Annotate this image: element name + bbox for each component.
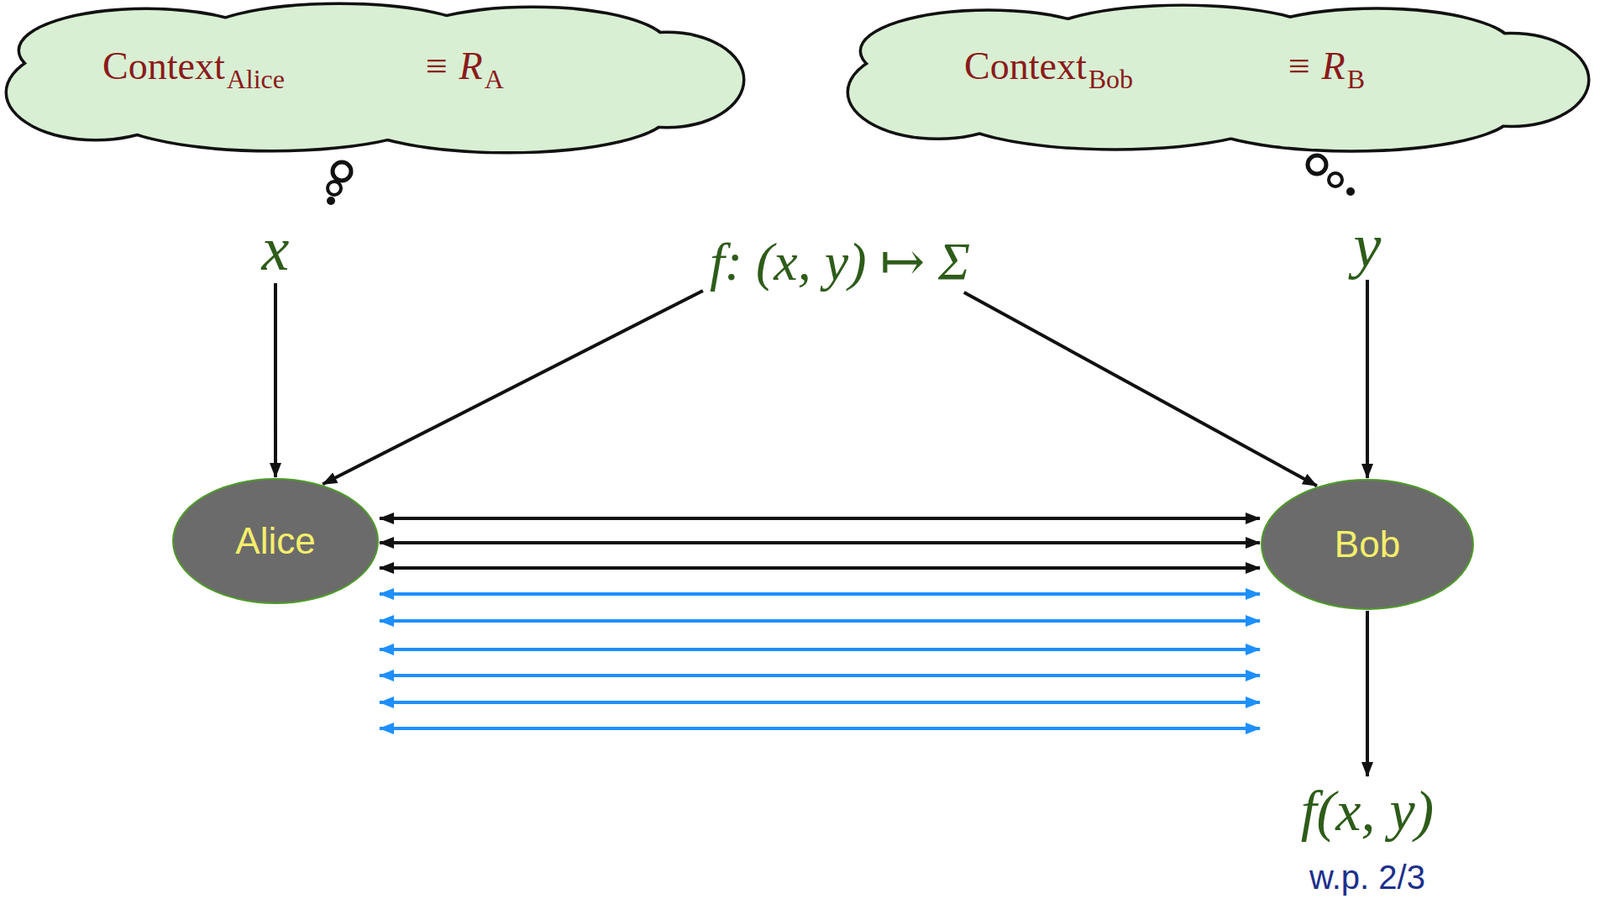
thought-bubble <box>326 196 336 205</box>
party-ellipse-shape <box>1261 479 1474 609</box>
party-name: Alice <box>235 519 315 562</box>
output-box: f(x, y) w.p. 2/3 <box>1300 779 1435 897</box>
connector <box>322 290 703 484</box>
party-ellipse-shape <box>173 478 378 604</box>
cloud-outline <box>844 1 1596 158</box>
context-group: ContextAlice <box>102 43 285 95</box>
context-group: ≡ RA <box>423 43 504 95</box>
thought-cloud: ContextAlice ≡ RA <box>3 0 751 160</box>
input-label: y <box>1353 214 1382 277</box>
variable-label: x <box>262 217 290 280</box>
context-symbol: ≡ R <box>1285 44 1346 88</box>
context-group: ≡ RB <box>1285 43 1365 95</box>
variable-label: y <box>1353 214 1382 277</box>
context-symbol: ≡ R <box>423 44 483 88</box>
subscript: A <box>484 63 504 95</box>
connector <box>1365 610 1370 777</box>
connector <box>1365 279 1370 478</box>
subscript: Bob <box>1088 63 1134 95</box>
connector <box>379 566 1260 570</box>
context-label: Context <box>102 44 226 88</box>
subscript: Alice <box>226 63 285 95</box>
thought-bubble <box>327 181 341 195</box>
connector-group <box>275 279 1368 777</box>
context-label: Context <box>964 44 1087 88</box>
connector <box>379 673 1260 677</box>
connector <box>379 540 1260 545</box>
connector <box>964 292 1317 486</box>
thought-cloud: ContextBob ≡ RB <box>844 1 1596 158</box>
output-label: f(x, y) <box>1300 779 1435 843</box>
thought-bubble <box>1346 187 1355 196</box>
probability-note: w.p. 2/3 <box>1300 857 1435 897</box>
cloud-fill <box>903 30 1545 129</box>
connector <box>379 619 1260 623</box>
cloud-outline <box>903 30 1545 129</box>
thought-bubble <box>1328 173 1343 187</box>
thought-bubble <box>332 162 352 181</box>
connector <box>379 592 1260 596</box>
function-label: f: (x, y) ↦ Σ <box>709 235 971 289</box>
subscript: B <box>1347 63 1365 95</box>
party-ellipse: Bob <box>1259 477 1475 611</box>
party-name: Bob <box>1334 523 1401 566</box>
party-ellipse: Alice <box>171 477 380 605</box>
context-group: ContextBob <box>964 43 1134 95</box>
cloud-outline <box>62 29 701 131</box>
connector <box>379 700 1260 704</box>
connector <box>379 516 1260 520</box>
connector <box>379 726 1260 730</box>
function-label-box: f: (x, y) ↦ Σ <box>709 235 971 289</box>
thought-bubble <box>1307 155 1327 174</box>
connector <box>379 647 1260 651</box>
connector <box>273 283 278 478</box>
input-label: x <box>262 217 290 280</box>
cloud-fill <box>62 29 701 131</box>
